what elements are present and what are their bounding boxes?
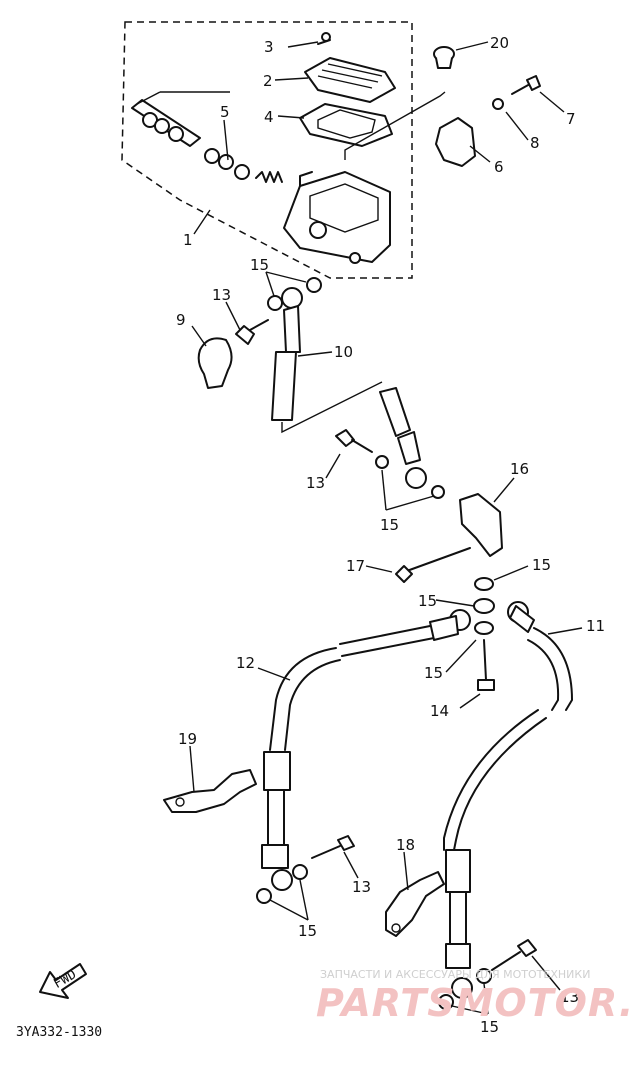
part-4-diaphragm xyxy=(299,103,393,147)
callout-7: 7 xyxy=(566,110,576,128)
callout-4: 4 xyxy=(264,108,274,126)
callout-13: 13 xyxy=(212,286,231,304)
diagram-code: 3YA332-1330 xyxy=(16,1025,102,1040)
callout-18: 18 xyxy=(396,836,415,854)
part-13-union-bolt xyxy=(491,939,537,971)
part-15-washer xyxy=(375,455,389,469)
part-15-washer xyxy=(438,994,454,1010)
part-13-union-bolt xyxy=(335,429,373,453)
callout-15: 15 xyxy=(380,516,399,534)
part-17-bolt xyxy=(395,547,471,583)
fwd-arrow-icon: FWD xyxy=(39,963,87,999)
callout-3: 3 xyxy=(264,38,274,56)
callout-15: 15 xyxy=(250,256,269,274)
part-2-reservoir-cap xyxy=(304,57,396,103)
part-15-washer xyxy=(267,295,283,311)
callout-6: 6 xyxy=(494,158,504,176)
callout-15: 15 xyxy=(480,1018,499,1036)
part-13-union-bolt xyxy=(235,319,269,345)
watermark-tagline: ЗАПЧАСТИ И АКСЕССУАРЫ ДЛЯ МОТОТЕХНИКИ xyxy=(320,968,590,981)
part-5-piston-kit xyxy=(131,91,283,183)
callout-13: 13 xyxy=(352,878,371,896)
part-15-washer xyxy=(292,864,308,880)
callout-1: 1 xyxy=(183,231,193,249)
part-15-washer xyxy=(256,888,272,904)
part-14-bolt-stack xyxy=(449,577,529,691)
part-16-brake-joint xyxy=(459,493,503,557)
part-20-cap xyxy=(433,46,455,69)
part-15-washer xyxy=(476,968,492,984)
callout-20: 20 xyxy=(490,34,509,52)
part-8-washer xyxy=(492,98,504,110)
callout-11: 11 xyxy=(586,617,605,635)
part-15-washer xyxy=(306,277,322,293)
callout-8: 8 xyxy=(530,134,540,152)
part-7-bolt xyxy=(511,75,541,95)
assembly-1-boundary xyxy=(121,21,413,279)
part-19-bracket xyxy=(163,769,257,813)
part-13-union-bolt xyxy=(311,835,355,859)
leader-lines xyxy=(189,41,583,1015)
part-18-bracket xyxy=(385,871,445,937)
callout-13: 13 xyxy=(306,474,325,492)
callout-19: 19 xyxy=(178,730,197,748)
callout-15: 15 xyxy=(532,556,551,574)
callout-10: 10 xyxy=(334,343,353,361)
callout-2: 2 xyxy=(263,72,273,90)
part-15-washer xyxy=(431,485,445,499)
callout-5: 5 xyxy=(220,103,230,121)
part-11-right-hose xyxy=(443,605,573,999)
part-1-master-cylinder xyxy=(283,171,391,264)
callout-16: 16 xyxy=(510,460,529,478)
callout-15: 15 xyxy=(298,922,317,940)
part-6-clamp xyxy=(435,117,476,167)
part-12-left-hose xyxy=(261,615,459,891)
leader-reservoir xyxy=(344,91,446,160)
callout-9: 9 xyxy=(176,311,186,329)
part-10-lower-hose xyxy=(379,387,427,489)
callout-17: 17 xyxy=(346,557,365,575)
callout-15: 15 xyxy=(418,592,437,610)
part-10-upper-hose xyxy=(271,287,383,434)
callout-12: 12 xyxy=(236,654,255,672)
part-9-boot xyxy=(197,337,233,389)
callout-13: 13 xyxy=(560,988,579,1006)
watermark-logo: PARTSMOTOR.RU xyxy=(316,981,631,1025)
callout-14: 14 xyxy=(430,702,449,720)
part-3-screw xyxy=(317,32,331,45)
callout-15: 15 xyxy=(424,664,443,682)
